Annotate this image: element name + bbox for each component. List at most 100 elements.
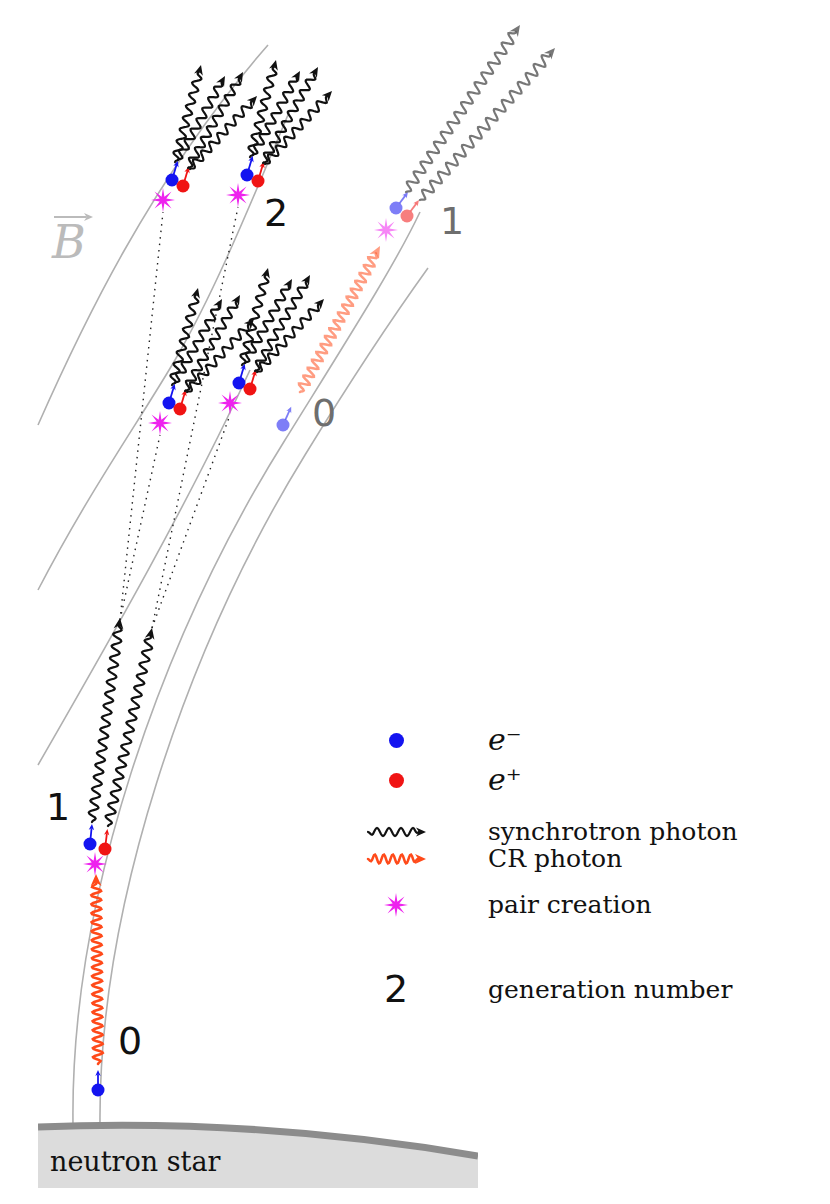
photon-wave xyxy=(187,324,249,392)
dotted-trace xyxy=(120,435,160,620)
photon-wave xyxy=(91,883,103,1064)
field-symbol: B xyxy=(52,216,86,269)
photon-arrowhead xyxy=(231,295,240,306)
photon-arrowhead xyxy=(283,279,292,290)
particle-motion-arrow-head xyxy=(286,407,291,414)
particle-motion-arrow xyxy=(90,828,93,838)
photon-arrowhead xyxy=(216,76,225,87)
photon-arrowhead xyxy=(301,275,310,286)
photon-arrowhead xyxy=(544,48,555,60)
particle-motion-arrow xyxy=(171,388,174,397)
particle-motion-arrow-head xyxy=(402,192,408,198)
particle-motion-arrow xyxy=(106,833,107,843)
photon-arrowhead xyxy=(291,71,300,82)
particle-motion-arrow xyxy=(97,1074,99,1084)
photon-wave xyxy=(89,626,122,822)
dotted-trace xyxy=(120,212,163,620)
generation-number: 0 xyxy=(118,1020,142,1064)
photon-arrowhead xyxy=(415,854,426,864)
generation-number: 1 xyxy=(440,200,464,244)
field-line xyxy=(38,110,290,590)
photon-wave xyxy=(263,74,315,164)
pair-creation-star xyxy=(151,188,175,212)
particle-dot xyxy=(166,174,179,187)
pair-creation-star xyxy=(226,183,250,207)
particle-dot xyxy=(401,210,414,223)
legend-text: synchrotron photon xyxy=(488,818,738,847)
field-lines xyxy=(38,45,428,1125)
particle-motion-arrow xyxy=(260,166,263,175)
photon-wave xyxy=(185,302,237,392)
field-line xyxy=(73,212,420,1125)
neutron-star-fill xyxy=(38,1125,478,1188)
photon-wave xyxy=(406,32,516,192)
photon-wave xyxy=(299,253,377,392)
particle-motion-arrow-head xyxy=(104,829,109,835)
dotted-trace xyxy=(152,415,230,628)
particle-motion-arrow xyxy=(285,411,289,420)
particle-dot xyxy=(177,180,190,193)
field-line xyxy=(38,370,250,765)
photon-wave xyxy=(190,101,252,169)
photon-arrowhead xyxy=(269,60,278,71)
particle-dot xyxy=(92,1084,105,1097)
photon-arrowhead xyxy=(416,828,426,837)
legend-text: pair creation xyxy=(488,891,652,920)
photon-arrowhead xyxy=(314,299,324,309)
legend-sample-number: 2 xyxy=(384,968,408,1012)
legend-text: e⁻ xyxy=(488,723,522,758)
photon-wave xyxy=(420,55,550,200)
generation-number: 0 xyxy=(312,392,336,436)
particles-and-photons xyxy=(54,25,555,1097)
photon-wave xyxy=(368,828,419,836)
body-label: neutron star xyxy=(50,1146,220,1177)
legend-text: CR photon xyxy=(488,845,622,874)
particle-motion-arrow-head xyxy=(89,824,94,830)
particle-motion-arrow xyxy=(174,165,177,174)
field-line xyxy=(38,45,268,425)
photon-arrowhead xyxy=(114,618,124,630)
photon-wave xyxy=(265,96,327,164)
particle-dot xyxy=(163,397,176,410)
photon-arrowhead xyxy=(213,299,222,310)
legend-text: generation number xyxy=(488,976,732,1005)
particle-motion-arrow xyxy=(411,203,417,211)
particle-dot xyxy=(233,377,246,390)
particle-motion-arrow xyxy=(241,368,244,377)
particle-motion-arrow xyxy=(182,394,185,403)
photon-wave xyxy=(188,79,240,169)
particle-dot xyxy=(390,202,403,215)
photon-wave xyxy=(106,636,153,826)
particle-dot xyxy=(244,383,257,396)
neutron-star-body: neutron star xyxy=(38,1118,478,1188)
pair-creation-star xyxy=(148,411,172,435)
field-line xyxy=(100,268,428,1125)
legend-text: e⁺ xyxy=(488,763,522,798)
particle-dot xyxy=(252,175,265,188)
particle-motion-arrow xyxy=(249,160,252,169)
particle-motion-arrow xyxy=(400,195,406,203)
photon-arrowhead xyxy=(247,96,257,106)
photon-wave xyxy=(368,855,418,864)
particle-dot xyxy=(277,419,290,432)
photon-arrowhead xyxy=(194,65,203,76)
particle-dot xyxy=(174,403,187,416)
generation-number: 1 xyxy=(46,786,70,830)
particle-motion-arrow xyxy=(252,374,255,383)
photon-arrowhead xyxy=(510,25,520,37)
pair-creation-star xyxy=(384,893,408,917)
particle-dot xyxy=(84,838,97,851)
particle-dot xyxy=(241,169,254,182)
photon-wave xyxy=(255,282,307,372)
pair-creation-star xyxy=(374,218,398,242)
photon-arrowhead xyxy=(191,288,200,299)
particle-motion-arrow xyxy=(185,171,188,180)
photon-arrowhead xyxy=(309,67,318,78)
photon-arrowhead xyxy=(145,628,155,640)
particle-motion-arrow-head xyxy=(413,200,419,206)
legend-swatch xyxy=(389,733,404,748)
legend-swatch xyxy=(389,773,404,788)
particle-motion-arrow-head xyxy=(95,1070,100,1076)
photon-arrowhead xyxy=(91,874,102,886)
particle-dot xyxy=(99,843,112,856)
